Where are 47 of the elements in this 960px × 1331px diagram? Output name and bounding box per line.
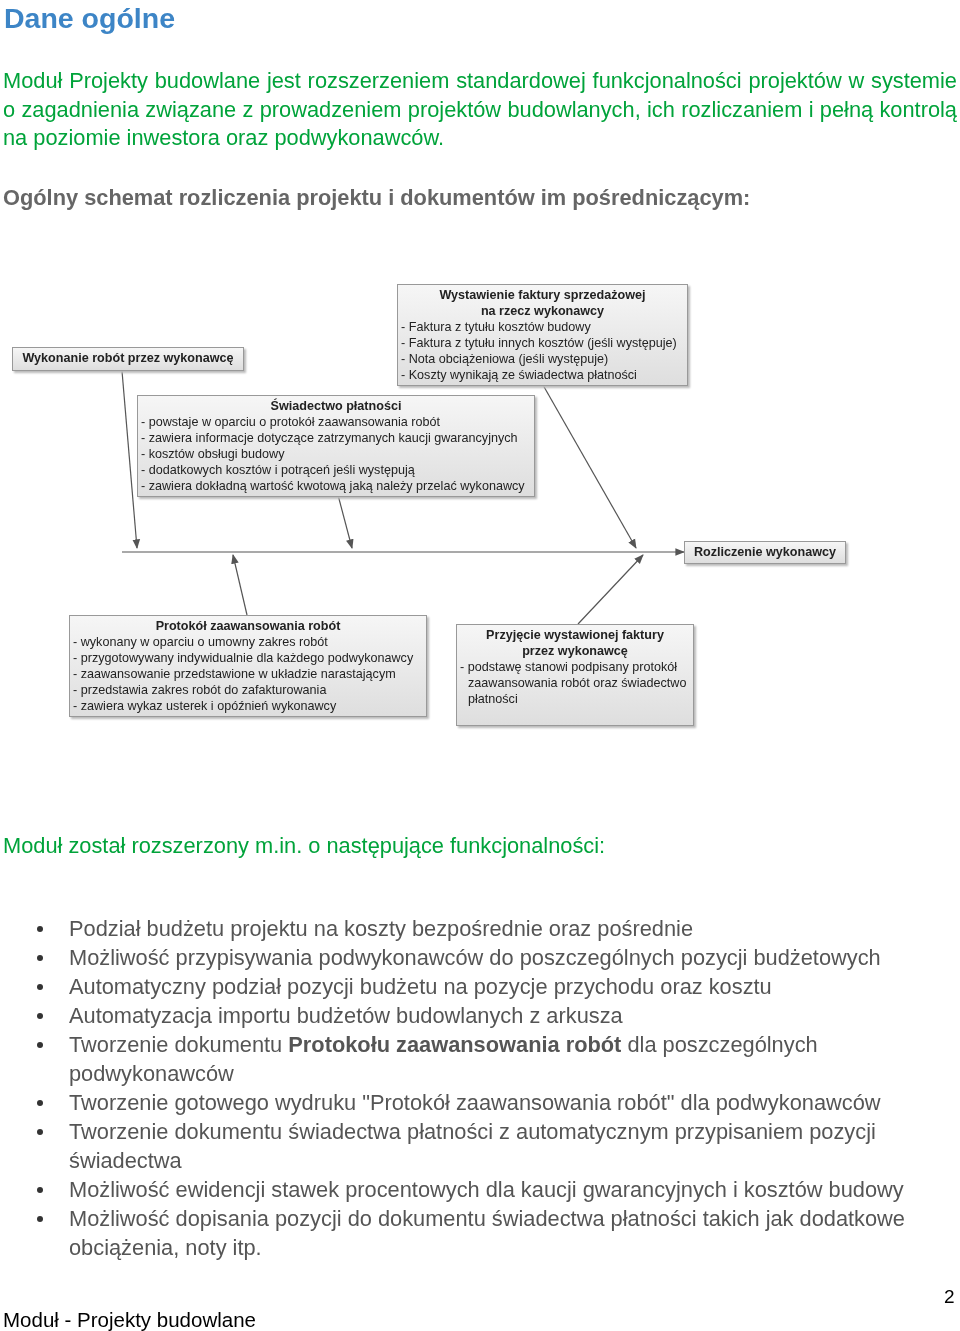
arrow <box>231 554 248 616</box>
box-text: - Faktura z tytułu kosztów budowy <box>401 319 592 335</box>
process-box <box>456 624 694 726</box>
list-item: Możliwość przypisywania podwykonawców do poszczególnych pozycji budżetowych <box>69 944 882 972</box>
box-text: - przedstawia zakres robót do zafakturowania <box>73 682 328 698</box>
box-heading: Wykonanie robót przez wykonawcę <box>21 350 235 366</box>
box-text: - Koszty wynikają ze świadectwa płatności <box>401 367 638 383</box>
box-text: - kosztów obsługi budowy <box>141 446 286 462</box>
spine-arrow <box>121 548 685 556</box>
list-item: Możliwość dopisania pozycji do dokumentu świadectwa płatności takich jak dodatkowe obciążenia, noty itp. <box>69 1205 906 1262</box>
page-number: 2 <box>944 1286 956 1308</box>
page-footer: Moduł - Projekty budowlane <box>3 1308 503 1331</box>
box-text: - zawiera dokładną wartość kwotową jaką należy przelać wykonawcy <box>141 478 526 494</box>
step-box <box>12 347 244 371</box>
arrow <box>577 554 644 625</box>
box-text: - Faktura z tytułu innych kosztów (jeśli występuje) <box>401 335 678 351</box>
arrow <box>121 370 141 549</box>
box-text: - zaawansowanie przedstawione w układzie narastającym <box>73 666 397 682</box>
step-box <box>684 541 846 564</box>
process-box <box>137 395 535 497</box>
box-text: - zawiera informacje dotyczące zatrzymanych kaucji gwarancyjnych <box>141 430 519 446</box>
paragraph: Moduł został rozszerzony m.in. o następujące funkcjonalności: <box>3 832 607 860</box>
paragraph: Moduł Projekty budowlane jest rozszerzeniem standardowej funkcjonalności projektów w systemie o zagadnienia związane z prowadzeniem projektów budowlanych, ich rozliczaniem i pełną kontrolą na poziomie inwestora oraz podwykonawców. <box>3 67 957 152</box>
box-text: - wykonany w oparciu o umowny zakres robót <box>73 634 329 650</box>
box-heading: Przyjęcie wystawionej faktury przez wykonawcę <box>485 627 665 659</box>
list-item: Tworzenie dokumentu świadectwa płatności z automatycznym przypisaniem pozycji świadectwa <box>69 1118 877 1175</box>
box-text: - dodatkowych kosztów i potrąceń jeśli występują <box>141 462 416 478</box>
list-item: Tworzenie dokumentu Protokołu zaawansowania robót dla poszczególnych podwykonawców <box>69 1031 819 1088</box>
section-heading: Ogólny schemat rozliczenia projektu i dokumentów im pośredniczącym: <box>3 185 752 211</box>
box-heading: Wystawienie faktury sprzedażowej na rzecz wykonawcy <box>438 287 647 319</box>
list-item: Automatyzacja importu budżetów budowlanych z arkusza <box>69 1002 624 1030</box>
box-text: - podstawę stanowi podpisany protokół zaawansowania robót oraz świadectwo płatności <box>460 659 688 707</box>
process-box <box>397 284 688 386</box>
box-heading: Protokół zaawansowania robót <box>154 618 342 634</box>
list-item: Tworzenie gotowego wydruku "Protokół zaawansowania robót" dla podwykonawców <box>69 1089 882 1117</box>
box-heading: Świadectwo płatności <box>269 398 403 414</box>
box-text: - Nota obciążeniowa (jeśli występuje) <box>401 351 610 367</box>
list-item: Automatyczny podział pozycji budżetu na pozycje przychodu oraz kosztu <box>69 973 773 1001</box>
page-title: Dane ogólne <box>4 2 175 35</box>
arrow <box>542 384 637 549</box>
list-item: Możliwość ewidencji stawek procentowych dla kaucji gwarancyjnych i kosztów budowy <box>69 1176 905 1204</box>
box-text: - przygotowywany indywidualnie dla każdego podwykonawcy <box>73 650 415 666</box>
box-heading: Rozliczenie wykonawcy <box>692 544 838 560</box>
box-text: - zawiera wykaz usterek i opóźnień wykonawcy <box>73 698 338 714</box>
box-text: - powstaje w oparciu o protokół zaawansowania robót <box>141 414 441 430</box>
list-item: Podział budżetu projektu na koszty bezpośrednie oraz pośrednie <box>69 915 695 943</box>
process-box <box>69 615 427 717</box>
